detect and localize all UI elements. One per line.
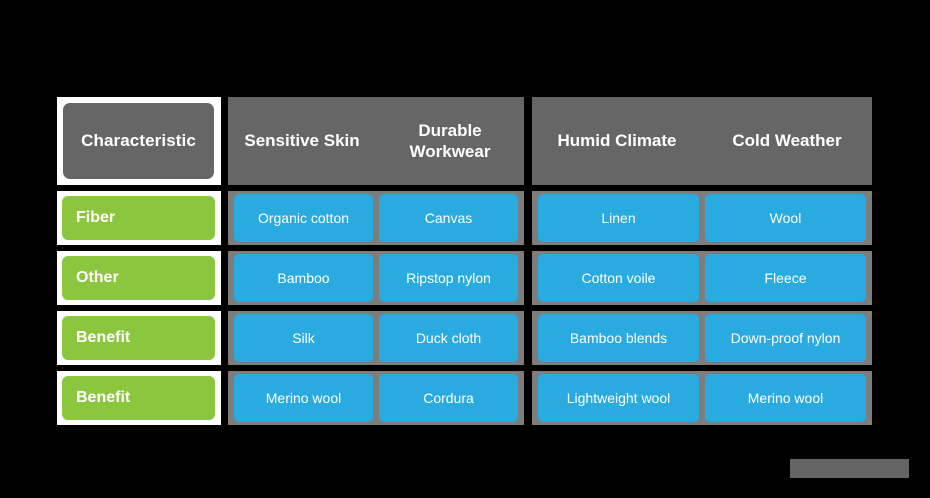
table-cell: Merino wool bbox=[705, 374, 866, 422]
row-cell-group-right: Bamboo blends Down-proof nylon bbox=[532, 311, 872, 365]
row-cell-group-left: Merino wool Cordura bbox=[228, 371, 524, 425]
table-row: Fiber Organic cotton Canvas Linen Wool bbox=[57, 191, 872, 245]
table-cell: Silk bbox=[234, 314, 373, 362]
header-label-frame: Characteristic bbox=[57, 97, 221, 185]
row-label-other: Other bbox=[62, 256, 215, 300]
table-cell: Wool bbox=[705, 194, 866, 242]
table-cell: Fleece bbox=[705, 254, 866, 302]
table-cell: Organic cotton bbox=[234, 194, 373, 242]
row-cell-group-right: Cotton voile Fleece bbox=[532, 251, 872, 305]
table-row: Benefit Merino wool Cordura Lightweight … bbox=[57, 371, 872, 425]
row-cell-group-right: Lightweight wool Merino wool bbox=[532, 371, 872, 425]
header-col-durable-workwear: Durable Workwear bbox=[409, 120, 491, 161]
table-cell: Cordura bbox=[379, 374, 518, 422]
table-row: Benefit Silk Duck cloth Bamboo blends Do… bbox=[57, 311, 872, 365]
header-label-characteristic: Characteristic bbox=[63, 103, 214, 179]
row-label-frame: Benefit bbox=[57, 311, 221, 365]
table-cell: Down-proof nylon bbox=[705, 314, 866, 362]
table-cell: Lightweight wool bbox=[538, 374, 699, 422]
row-cell-group-right: Linen Wool bbox=[532, 191, 872, 245]
header-col-cold-weather: Cold Weather bbox=[732, 131, 842, 151]
comparison-table: Characteristic Sensitive Skin Durable Wo… bbox=[57, 97, 872, 427]
table-cell: Canvas bbox=[379, 194, 518, 242]
table-row: Other Bamboo Ripstop nylon Cotton voile … bbox=[57, 251, 872, 305]
header-col-humid-climate: Humid Climate bbox=[557, 131, 677, 151]
row-cell-group-left: Bamboo Ripstop nylon bbox=[228, 251, 524, 305]
row-label-benefit-2: Benefit bbox=[62, 376, 215, 420]
table-cell: Linen bbox=[538, 194, 699, 242]
header-group-right: Humid Climate Cold Weather bbox=[532, 97, 872, 185]
table-header-row: Characteristic Sensitive Skin Durable Wo… bbox=[57, 97, 872, 185]
watermark-bar bbox=[790, 459, 909, 478]
header-group-left: Sensitive Skin Durable Workwear bbox=[228, 97, 524, 185]
row-cell-group-left: Organic cotton Canvas bbox=[228, 191, 524, 245]
row-label-frame: Other bbox=[57, 251, 221, 305]
row-label-frame: Fiber bbox=[57, 191, 221, 245]
table-cell: Ripstop nylon bbox=[379, 254, 518, 302]
table-cell: Cotton voile bbox=[538, 254, 699, 302]
row-label-benefit-1: Benefit bbox=[62, 316, 215, 360]
row-label-frame: Benefit bbox=[57, 371, 221, 425]
row-cell-group-left: Silk Duck cloth bbox=[228, 311, 524, 365]
row-label-fiber: Fiber bbox=[62, 196, 215, 240]
header-col-sensitive-skin: Sensitive Skin bbox=[244, 131, 360, 151]
table-cell: Bamboo blends bbox=[538, 314, 699, 362]
table-cell: Bamboo bbox=[234, 254, 373, 302]
table-cell: Merino wool bbox=[234, 374, 373, 422]
table-cell: Duck cloth bbox=[379, 314, 518, 362]
